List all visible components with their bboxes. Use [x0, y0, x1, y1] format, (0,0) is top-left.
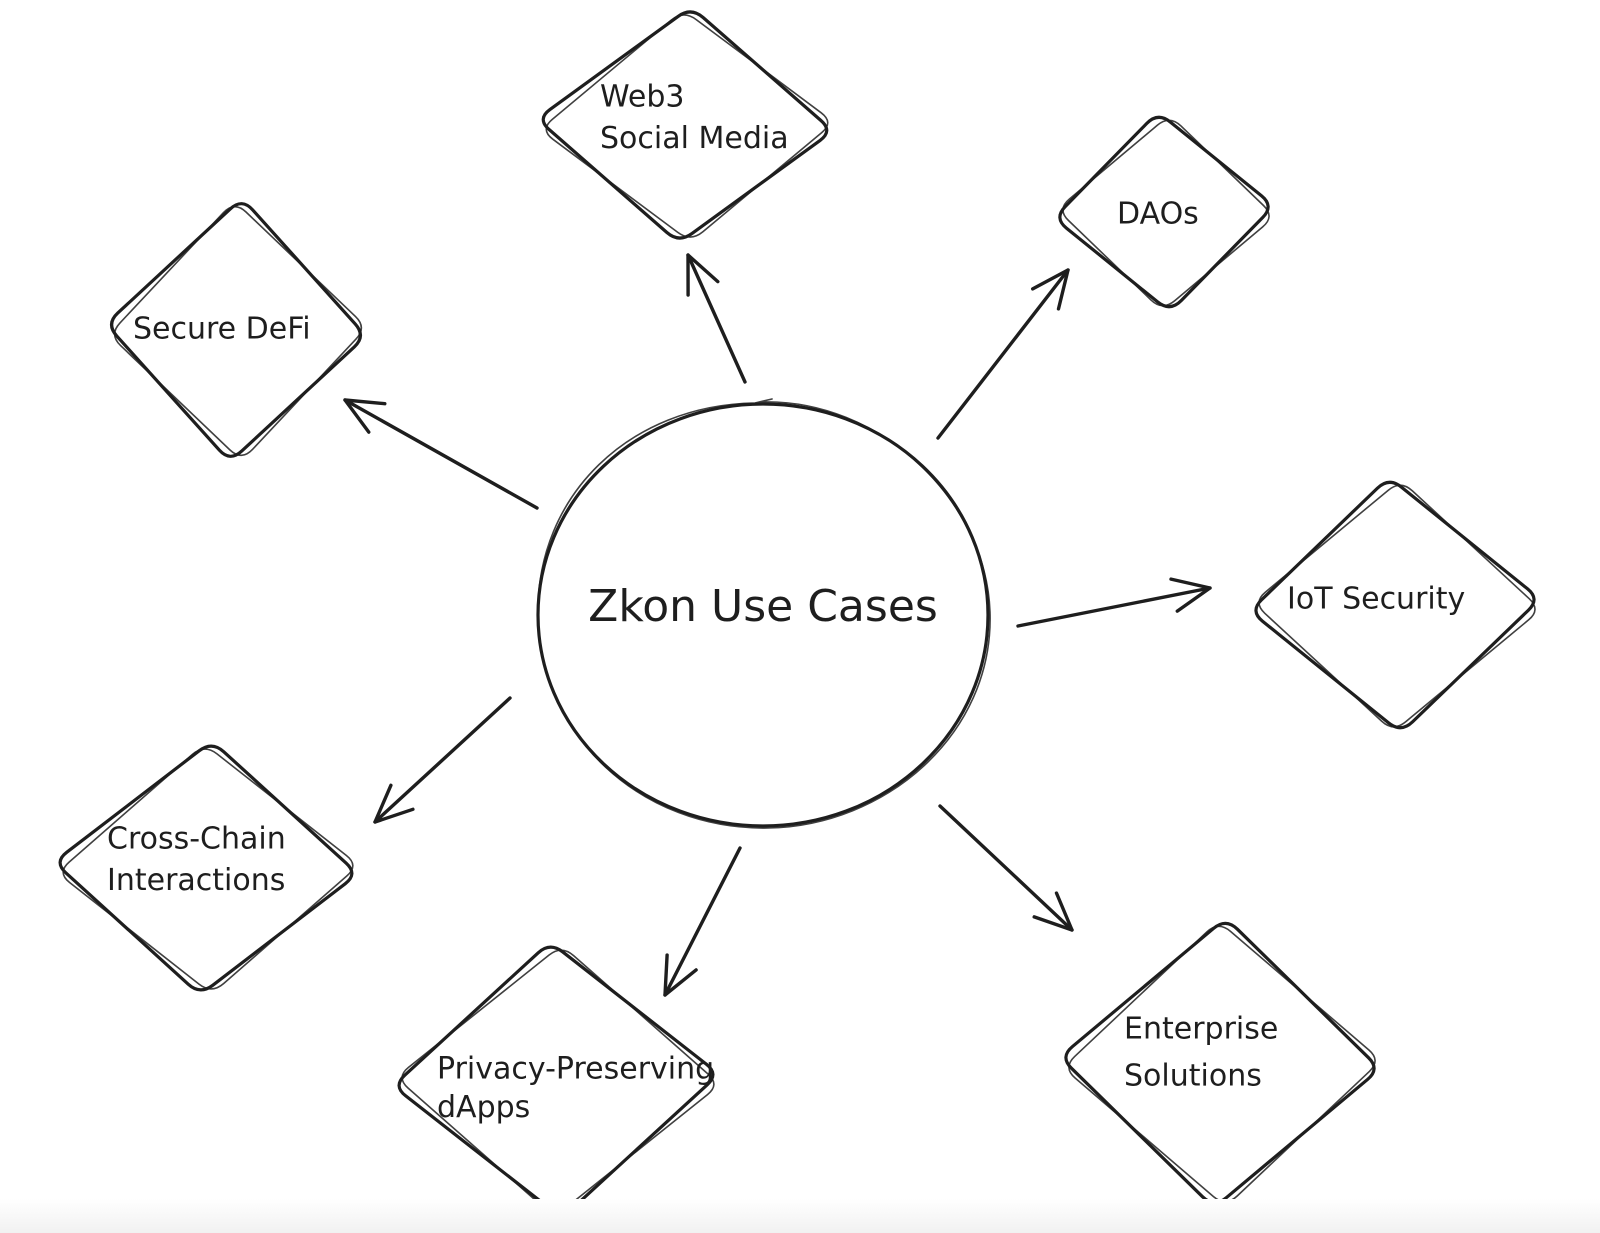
diamond-sketch [1062, 119, 1270, 307]
arrow-shaft [1016, 586, 1212, 628]
center-circle-sketch [537, 398, 991, 829]
arrow-shaft [686, 253, 747, 384]
diamond-sketch [1258, 484, 1536, 728]
node-label: IoT Security [1287, 582, 1465, 617]
arrow-to-privacy-preserving-dapps [663, 846, 742, 997]
node-label: dApps [437, 1090, 530, 1125]
arrow-to-iot-security [1016, 577, 1212, 628]
arrow-head [1169, 577, 1212, 613]
arrow-shaft [343, 398, 539, 510]
node-label: Social Media [600, 121, 789, 156]
arrow-shaft [936, 268, 1070, 440]
arrow-head [1032, 891, 1074, 932]
center-label: Zkon Use Cases [588, 581, 938, 632]
arrow-to-cross-chain-interactions [373, 696, 512, 824]
diamond-shape [1254, 480, 1536, 730]
node-label: Web3 [600, 80, 685, 115]
arrow-head [343, 398, 387, 434]
arrow-shaft [938, 804, 1074, 932]
arrow-to-daos [936, 268, 1070, 440]
node-label: Interactions [107, 863, 285, 898]
diamond-shape [110, 202, 362, 458]
arrow-shaft [663, 846, 742, 997]
node-label: Enterprise [1124, 1012, 1278, 1047]
node-label: Cross-Chain [107, 822, 286, 857]
diamond-sketch [545, 14, 829, 238]
node-label: Secure DeFi [133, 312, 311, 347]
node-iot-security: IoT Security [1254, 480, 1536, 730]
arrow-head [373, 783, 415, 824]
arrow-head [686, 253, 720, 297]
arrow-head [1031, 268, 1070, 311]
center-node: Zkon Use Cases [536, 398, 991, 829]
diamond-sketch [1068, 925, 1376, 1203]
diamond-sketch [113, 205, 363, 457]
bottom-fade [0, 1199, 1600, 1233]
arrow-head [663, 953, 698, 997]
node-label: Privacy-Preserving [437, 1052, 714, 1087]
arrows [343, 253, 1212, 997]
arrow-to-web3-social-media [686, 253, 747, 384]
arrow-to-enterprise-solutions [938, 804, 1074, 932]
arrow-shaft [373, 696, 512, 824]
node-label: Solutions [1124, 1058, 1262, 1093]
arrow-to-secure-defi [343, 398, 539, 510]
diamond-sketch [62, 748, 354, 990]
node-daos: DAOs [1058, 115, 1270, 309]
diamond-shape [1058, 115, 1270, 309]
node-secure-defi: Secure DeFi [110, 202, 363, 458]
node-label: DAOs [1117, 197, 1199, 232]
